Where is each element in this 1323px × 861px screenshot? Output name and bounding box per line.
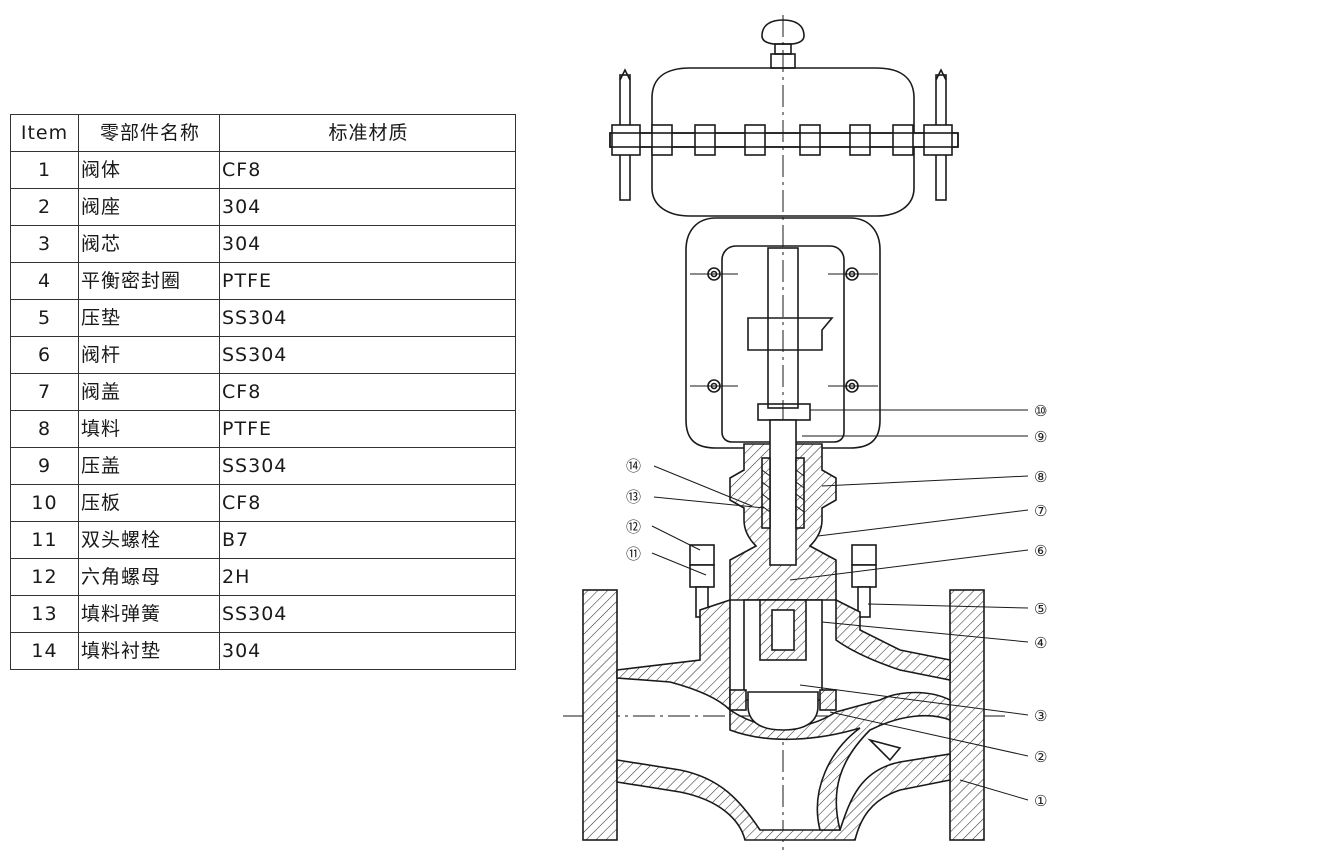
row-item-number: 10 xyxy=(10,484,79,522)
table-header-row: Item 零部件名称 标准材质 xyxy=(10,114,516,152)
row-part-name: 阀座 xyxy=(78,188,220,226)
valve-body xyxy=(582,589,985,841)
header-part-name: 零部件名称 xyxy=(78,114,220,152)
callout-3: ③ xyxy=(1034,707,1047,725)
row-material: 304 xyxy=(219,188,516,226)
row-item-number: 14 xyxy=(10,632,79,670)
header-item: Item xyxy=(10,114,79,152)
row-part-name: 填料衬垫 xyxy=(78,632,220,670)
row-material: CF8 xyxy=(219,151,516,189)
callout-4: ④ xyxy=(1034,634,1047,652)
row-part-name: 平衡密封圈 xyxy=(78,262,220,300)
row-item-number: 9 xyxy=(10,447,79,485)
row-item-number: 3 xyxy=(10,225,79,263)
row-material: CF8 xyxy=(219,484,516,522)
row-item-number: 2 xyxy=(10,188,79,226)
callout-8: ⑧ xyxy=(1034,468,1047,486)
row-material: 304 xyxy=(219,225,516,263)
callout-10: ⑩ xyxy=(1034,402,1047,420)
callout-12: ⑫ xyxy=(626,518,641,536)
row-part-name: 压盖 xyxy=(78,447,220,485)
leader-lines xyxy=(651,409,1029,801)
callout-6: ⑥ xyxy=(1034,542,1047,560)
callout-13: ⑬ xyxy=(626,488,641,506)
row-material: SS304 xyxy=(219,336,516,374)
body-studs xyxy=(689,544,877,618)
callout-11: ⑪ xyxy=(626,545,641,563)
row-material: SS304 xyxy=(219,447,516,485)
row-part-name: 填料 xyxy=(78,410,220,448)
row-material: 2H xyxy=(219,558,516,596)
row-material: 304 xyxy=(219,632,516,670)
callout-9: ⑨ xyxy=(1034,428,1047,446)
callout-2: ② xyxy=(1034,748,1047,766)
row-material: PTFE xyxy=(219,410,516,448)
bonnet xyxy=(729,419,837,601)
row-part-name: 压垫 xyxy=(78,299,220,337)
row-material: CF8 xyxy=(219,373,516,411)
callout-5: ⑤ xyxy=(1034,600,1047,618)
callout-1: ① xyxy=(1034,792,1047,810)
row-item-number: 5 xyxy=(10,299,79,337)
row-material: PTFE xyxy=(219,262,516,300)
row-material: B7 xyxy=(219,521,516,559)
diaphragm-housing xyxy=(609,67,959,217)
callout-7: ⑦ xyxy=(1034,502,1047,520)
row-item-number: 8 xyxy=(10,410,79,448)
callout-14: ⑭ xyxy=(626,457,641,475)
row-item-number: 13 xyxy=(10,595,79,633)
yoke xyxy=(685,217,881,449)
row-item-number: 1 xyxy=(10,151,79,189)
row-part-name: 六角螺母 xyxy=(78,558,220,596)
row-part-name: 阀杆 xyxy=(78,336,220,374)
row-part-name: 阀芯 xyxy=(78,225,220,263)
